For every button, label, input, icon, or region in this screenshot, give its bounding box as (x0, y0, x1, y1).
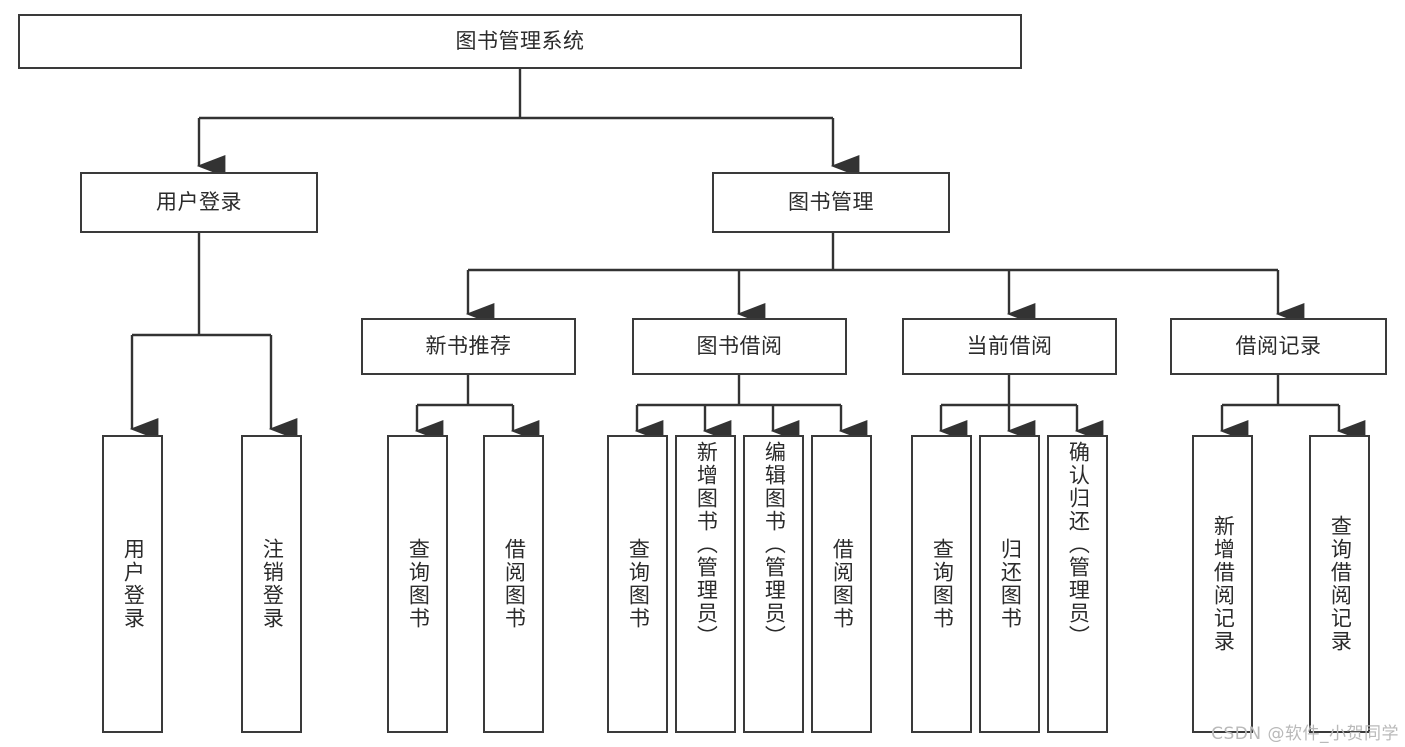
node-leaf-return-book[interactable]: 归还图书 (979, 435, 1040, 733)
node-user-login[interactable]: 用户登录 (80, 172, 318, 233)
node-leaf-query-book-3-label: 查询图书 (930, 538, 955, 630)
node-leaf-query-book-3[interactable]: 查询图书 (911, 435, 972, 733)
node-book-manage[interactable]: 图书管理 (712, 172, 950, 233)
node-borrow-record-label: 借阅记录 (1235, 333, 1322, 358)
csdn-watermark: CSDN @软件_小贺同学 (1211, 724, 1399, 744)
node-leaf-user-login[interactable]: 用户登录 (102, 435, 163, 733)
node-current-borrow-label: 当前借阅 (966, 333, 1053, 358)
node-leaf-logout-login-label: 注销登录 (260, 538, 285, 630)
node-leaf-edit-book-label: 编辑图书（管理员） (762, 441, 787, 648)
node-leaf-query-book-2-label: 查询图书 (626, 538, 651, 630)
node-leaf-confirm-return-label: 确认归还（管理员） (1066, 441, 1091, 648)
node-book-manage-label: 图书管理 (788, 189, 874, 214)
node-leaf-query-book-1[interactable]: 查询图书 (387, 435, 448, 733)
node-book-borrow-label: 图书借阅 (696, 333, 783, 358)
node-leaf-query-book-2[interactable]: 查询图书 (607, 435, 668, 733)
node-leaf-return-book-label: 归还图书 (998, 538, 1023, 630)
node-leaf-query-book-1-label: 查询图书 (406, 538, 431, 630)
node-leaf-user-login-label: 用户登录 (121, 538, 146, 630)
node-root-label: 图书管理系统 (455, 28, 585, 53)
node-leaf-borrow-book-2[interactable]: 借阅图书 (811, 435, 872, 733)
node-new-book-recommend[interactable]: 新书推荐 (361, 318, 576, 375)
node-leaf-add-record-label: 新增借阅记录 (1211, 515, 1236, 653)
node-leaf-add-book-label: 新增图书（管理员） (694, 441, 719, 648)
node-new-book-recommend-label: 新书推荐 (425, 333, 512, 358)
node-leaf-borrow-book-1-label: 借阅图书 (502, 538, 527, 630)
node-leaf-confirm-return[interactable]: 确认归还（管理员） (1047, 435, 1108, 733)
node-user-login-label: 用户登录 (156, 189, 242, 214)
node-book-borrow[interactable]: 图书借阅 (632, 318, 847, 375)
node-root[interactable]: 图书管理系统 (18, 14, 1022, 69)
node-leaf-borrow-book-2-label: 借阅图书 (830, 538, 855, 630)
node-leaf-query-record[interactable]: 查询借阅记录 (1309, 435, 1370, 733)
node-leaf-edit-book[interactable]: 编辑图书（管理员） (743, 435, 804, 733)
node-leaf-query-record-label: 查询借阅记录 (1328, 515, 1353, 653)
node-leaf-logout-login[interactable]: 注销登录 (241, 435, 302, 733)
node-current-borrow[interactable]: 当前借阅 (902, 318, 1117, 375)
node-leaf-add-record[interactable]: 新增借阅记录 (1192, 435, 1253, 733)
node-leaf-add-book[interactable]: 新增图书（管理员） (675, 435, 736, 733)
node-borrow-record[interactable]: 借阅记录 (1170, 318, 1387, 375)
node-leaf-borrow-book-1[interactable]: 借阅图书 (483, 435, 544, 733)
